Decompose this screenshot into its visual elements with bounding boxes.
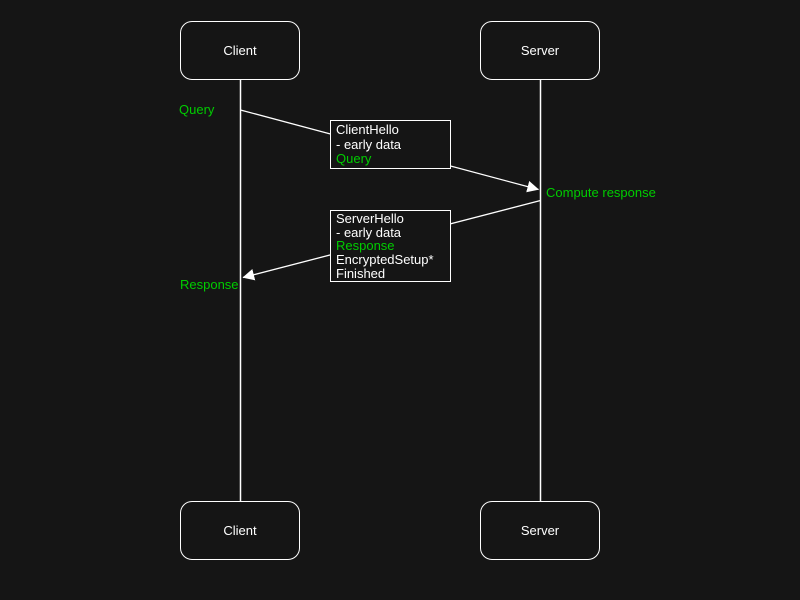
message-line: - early data [336, 224, 402, 240]
message-line: ClientHello [336, 122, 399, 137]
message-line: EncryptedSetup* [336, 252, 434, 268]
message-line-highlighted: Query [336, 151, 372, 167]
message-box-server-hello: ServerHello - early data Response Encryp… [330, 210, 451, 282]
message-line: - early data [336, 136, 402, 152]
message-line-highlighted: Response [336, 238, 395, 254]
node-label: Server [520, 523, 560, 538]
node-label: Client [223, 523, 257, 538]
annotation-compute-response: Compute response [546, 185, 656, 200]
node-server-top: Server [480, 21, 600, 80]
node-client-top: Client [180, 21, 300, 80]
annotation-response: Response [180, 277, 239, 292]
message-line: ServerHello [336, 211, 404, 226]
node-label: Client [223, 43, 257, 58]
message-line: Finished [336, 265, 386, 281]
node-server-bottom: Server [480, 501, 600, 560]
node-client-bottom: Client [180, 501, 300, 560]
message-box-client-hello: ClientHello - early data Query [330, 120, 451, 169]
node-label: Server [520, 43, 560, 58]
annotation-query: Query [179, 102, 215, 117]
